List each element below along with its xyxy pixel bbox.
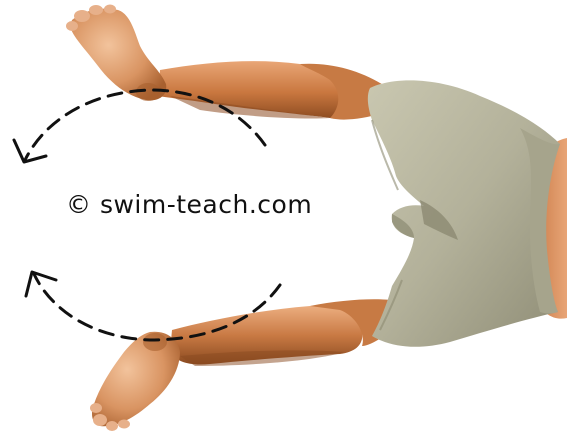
copyright-watermark: © swim-teach.com xyxy=(66,190,312,219)
upper-leg xyxy=(158,61,392,119)
upper-foot xyxy=(66,5,166,102)
lower-foot xyxy=(90,332,180,431)
swim-shorts xyxy=(368,80,560,346)
